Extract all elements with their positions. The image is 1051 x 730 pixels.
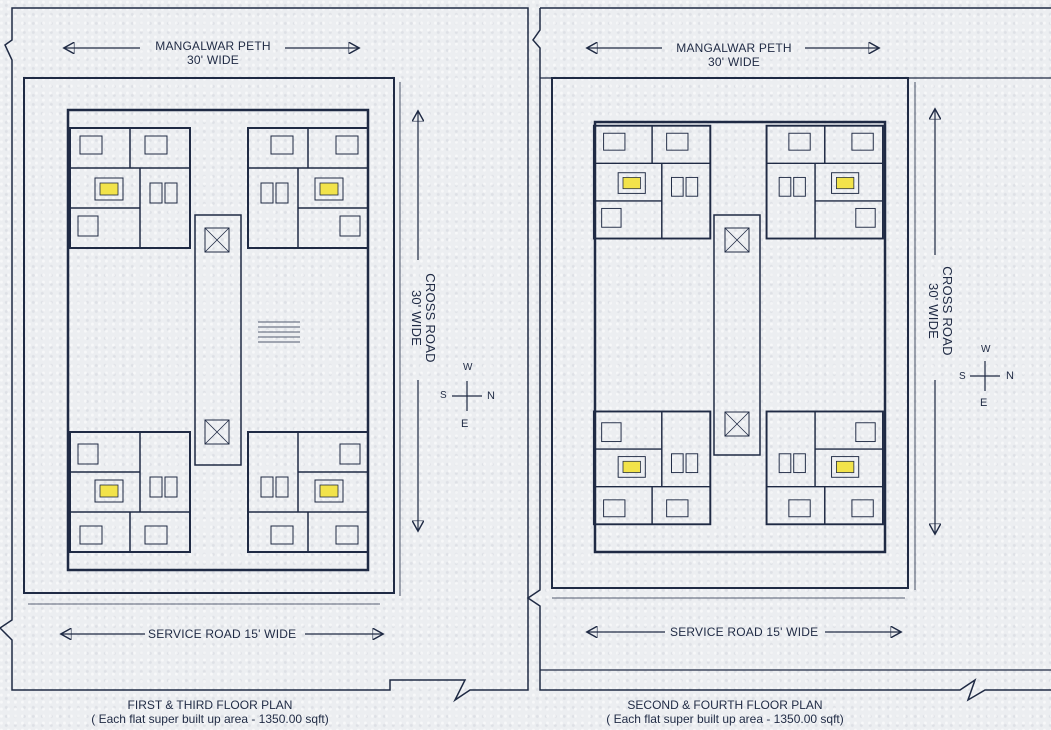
caption-subtitle: ( Each flat super built up area - 1350.0… [91, 712, 329, 726]
compass-e: E [461, 418, 469, 430]
top-road-name: MANGALWAR PETH [155, 39, 271, 53]
compass-w: W [463, 362, 473, 373]
top-road-label-left: MANGALWAR PETH 30' WIDE [133, 39, 293, 67]
compass-s: S [959, 371, 966, 382]
side-road-label-left: CROSS ROAD 30' WIDE [409, 233, 438, 403]
caption-left: FIRST & THIRD FLOOR PLAN ( Each flat sup… [45, 698, 375, 726]
top-road-width: 30' WIDE [187, 53, 239, 67]
bottom-road-label-right: SERVICE ROAD 15' WIDE [670, 625, 819, 639]
side-road-width: 30' WIDE [926, 282, 941, 340]
compass-e: E [980, 397, 988, 409]
compass-w: W [981, 344, 991, 355]
plan-left [0, 7, 529, 703]
caption-title: FIRST & THIRD FLOOR PLAN [127, 698, 293, 712]
compass-n: N [487, 390, 495, 402]
side-road-name: CROSS ROAD [940, 266, 955, 356]
side-road-width: 30' WIDE [409, 289, 424, 347]
caption-subtitle: ( Each flat super built up area - 1350.0… [606, 712, 844, 726]
caption-title: SECOND & FOURTH FLOOR PLAN [627, 698, 823, 712]
side-road-name: CROSS ROAD [423, 273, 438, 363]
compass-right: W S N E [956, 344, 1016, 409]
bottom-road-label-left: SERVICE ROAD 15' WIDE [148, 627, 297, 641]
plan-right [526, 7, 1051, 702]
side-road-label-right: CROSS ROAD 30' WIDE [926, 226, 955, 396]
compass-left: W S N E [437, 362, 497, 430]
compass-s: S [440, 390, 447, 401]
top-road-name: MANGALWAR PETH [676, 41, 792, 55]
caption-right: SECOND & FOURTH FLOOR PLAN ( Each flat s… [560, 698, 890, 726]
top-road-width: 30' WIDE [708, 55, 760, 69]
top-road-label-right: MANGALWAR PETH 30' WIDE [654, 41, 814, 69]
compass-n: N [1006, 370, 1014, 382]
